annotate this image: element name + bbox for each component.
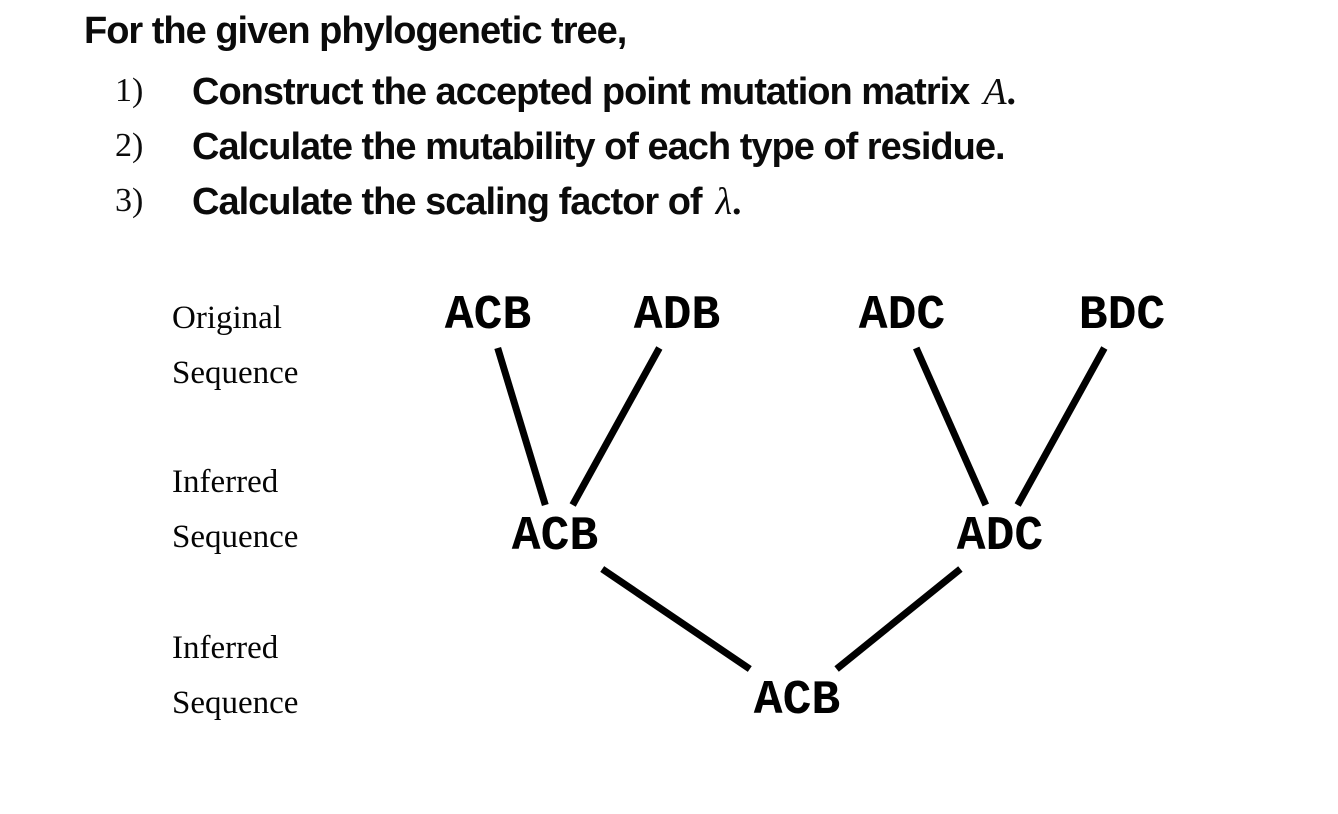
task-number: 2): [115, 127, 144, 164]
tree-edge-acb-mid-to-acb-root: [600, 566, 752, 672]
task-number: 1): [115, 72, 144, 109]
tree-node-acb-top: ACB: [444, 289, 532, 343]
tree-node-adb-top: ADB: [633, 289, 721, 343]
tree-node-bdc-top: BDC: [1078, 289, 1166, 343]
task-number: 3): [115, 182, 144, 219]
task-text: Construct the accepted point mutation ma…: [192, 71, 1017, 113]
row-label-inferred-sequence-2: Inferred Sequence: [172, 630, 299, 721]
tree-edge-bdc-top-to-adc-mid: [1014, 346, 1108, 507]
tree-edge-acb-top-to-acb-mid: [494, 346, 549, 507]
page-title: For the given phylogenetic tree,: [84, 10, 627, 52]
tree-node-adc-top: ADC: [858, 289, 946, 343]
row-label-original-sequence: Original Sequence: [172, 300, 299, 391]
tree-edge-adb-top-to-acb-mid: [569, 346, 663, 507]
tree-edge-adc-top-to-adc-mid: [912, 346, 990, 507]
tree-node-adc-mid: ADC: [956, 510, 1044, 564]
tree-edge-adc-mid-to-acb-root: [834, 566, 963, 672]
math-symbol-lambda: λ: [715, 181, 733, 223]
tree-node-acb-mid: ACB: [511, 510, 599, 564]
math-symbol-A: A: [983, 71, 1007, 113]
task-text: Calculate the mutability of each type of…: [192, 126, 1006, 168]
tree-node-acb-root: ACB: [753, 674, 841, 728]
row-label-inferred-sequence-1: Inferred Sequence: [172, 464, 299, 555]
